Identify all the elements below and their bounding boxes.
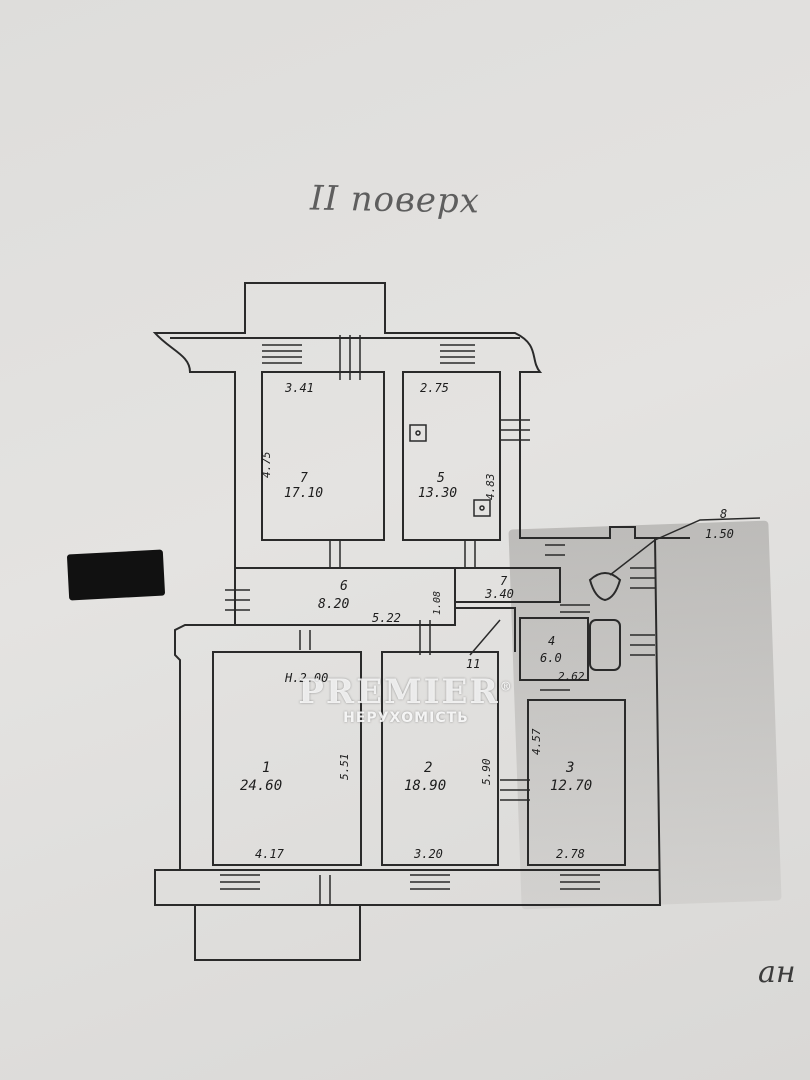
room-6-number: 6 (340, 579, 348, 594)
watermark-brand: PREMIER® (298, 672, 514, 712)
room-4-number: 4 (548, 634, 555, 648)
room-3-area: 12.70 (550, 778, 592, 794)
room-1-number: 1 (262, 760, 270, 776)
room-5-number: 5 (437, 471, 445, 486)
room-4-area: 6.0 (540, 651, 562, 665)
watermark-subtitle: НЕРУХОМІСТЬ (343, 710, 469, 726)
dim-551: 5.51 (338, 754, 351, 781)
dim-475: 4.75 (260, 452, 273, 479)
room-11-number: 11 (466, 657, 480, 671)
room-7b-area: 3.40 (484, 587, 514, 601)
dim-483: 4.83 (484, 474, 497, 501)
dim-278: 2.78 (556, 847, 585, 861)
room-2-area: 18.90 (404, 778, 446, 794)
room-8-number: 8 (720, 507, 727, 521)
room-6-area: 8.20 (318, 597, 349, 612)
room-3-number: 3 (565, 760, 574, 776)
dim-457: 4.57 (530, 728, 543, 755)
room-7b-number: 7 (500, 574, 508, 588)
dim-200: H.2.00 (284, 671, 328, 685)
dim-417: 4.17 (255, 847, 285, 861)
dim-108: 1.08 (432, 591, 443, 615)
dim-275: 2.75 (420, 381, 449, 395)
room-7-number: 7 (300, 471, 308, 486)
room-2-number: 2 (424, 760, 432, 776)
dim-522: 5.22 (372, 611, 401, 625)
corner-text: ан (758, 955, 796, 990)
dim-320: 3.20 (413, 847, 443, 861)
dim-590: 5.90 (480, 758, 493, 785)
redaction-block (66, 549, 166, 601)
dim-341: 3.41 (284, 381, 314, 395)
room-8-area: 1.50 (705, 527, 734, 541)
watermark: PREMIER® НЕРУХОМІСТЬ (296, 672, 516, 726)
room-5-area: 13.30 (418, 486, 457, 501)
room-7-area: 17.10 (284, 486, 323, 501)
dim-262: 2.62 (558, 670, 585, 683)
room-1-area: 24.60 (240, 778, 282, 794)
